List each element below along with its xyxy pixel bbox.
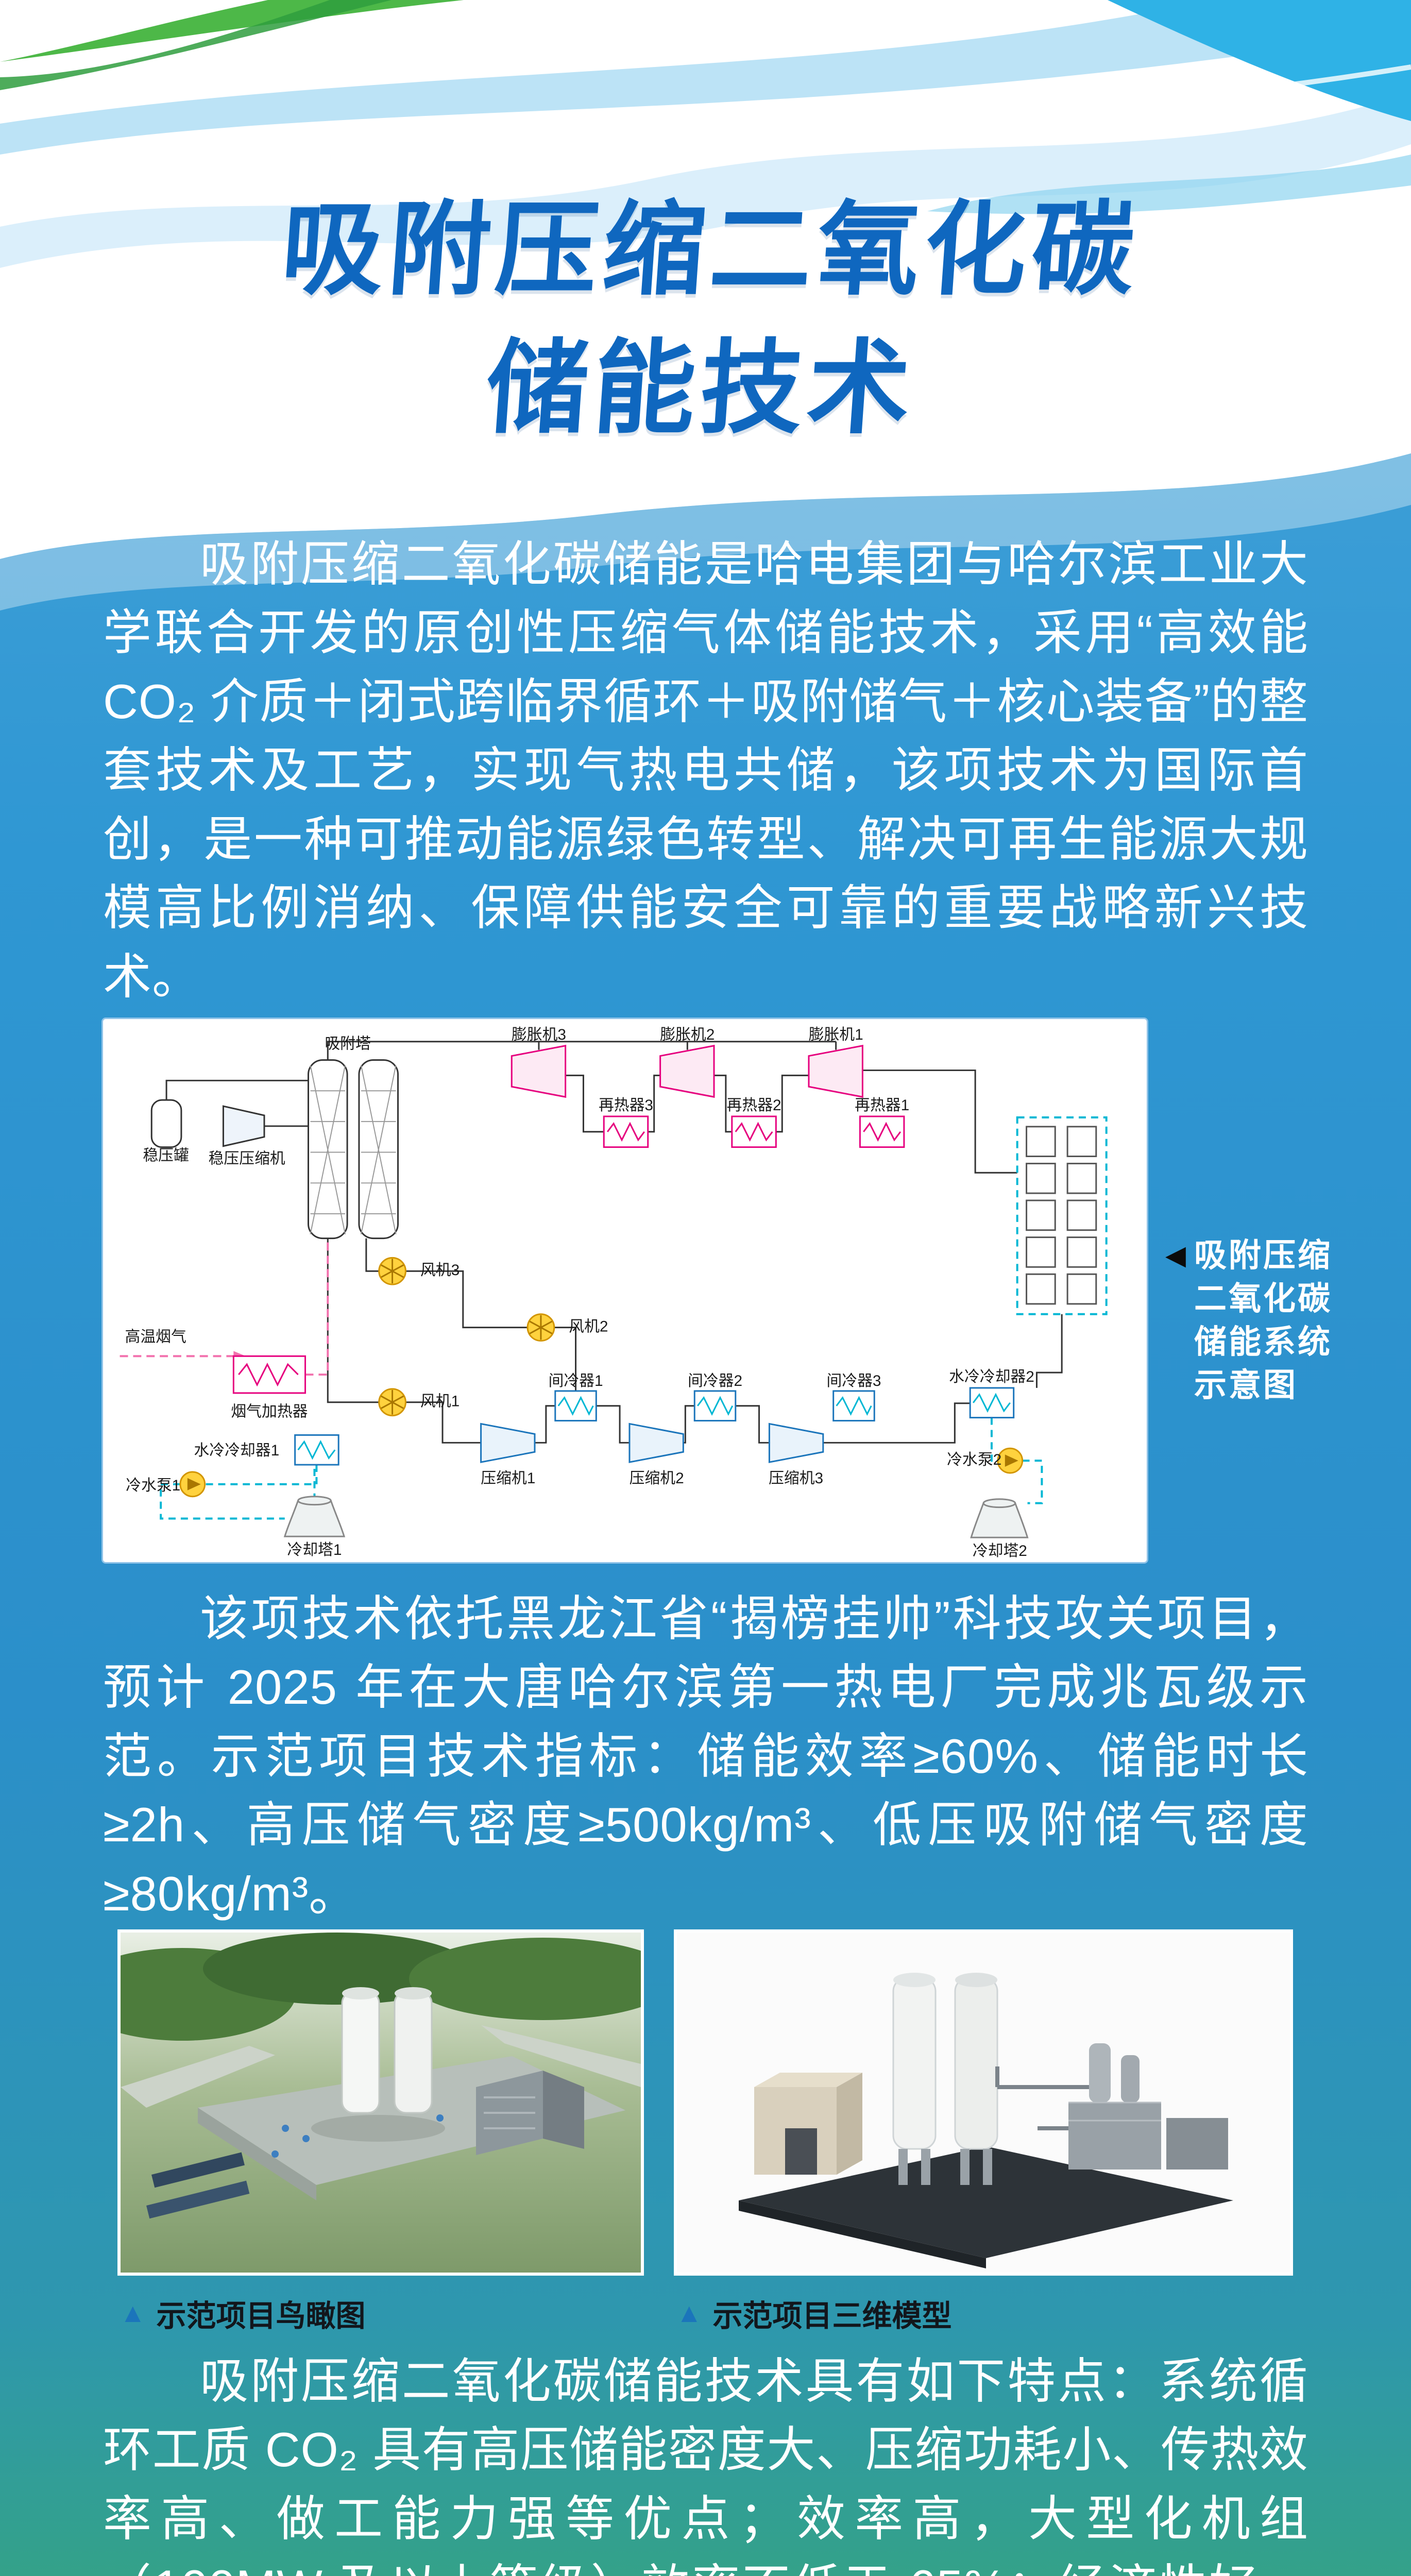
diagram-label: 冷却塔1 [287,1541,342,1558]
triangle-marker-icon: ▲ [676,2298,703,2328]
features-paragraph: 吸附压缩二氧化碳储能技术具有如下特点：系统循环工质 CO₂ 具有高压储能密度大、… [103,2354,1308,2576]
diagram-label: 冷却塔2 [973,1543,1027,1560]
diagram-label: 压缩机3 [769,1470,823,1487]
caption-aerial: ▲ 示范项目鸟瞰图 [120,2292,365,2335]
diagram-label: 稳压罐 [143,1147,189,1164]
diagram-label: 膨胀机2 [660,1026,715,1043]
diagram-label: 风机3 [420,1262,460,1279]
fans [378,1257,555,1417]
title-line-1: 吸附压缩二氧化碳 [278,193,1143,307]
diagram-label: 吸附塔 [325,1036,371,1053]
reheaters [603,1115,905,1148]
left-arrow-icon: ◀ [1165,1241,1186,1270]
buffer-compressor [222,1105,265,1147]
caption-3d-model: ▲ 示范项目三维模型 [676,2292,951,2335]
diagram-label: 冷水泵2 [947,1451,1001,1468]
diagram-label: 再热器1 [855,1097,909,1114]
side-caption-line: 二氧化碳 [1194,1281,1332,1317]
poster-title: 吸附压缩二氧化碳 储能技术 [0,180,1411,458]
intro-paragraph: 吸附压缩二氧化碳储能是哈电集团与哈尔滨工业大学联合开发的原创性压缩气体储能技术，… [103,537,1308,1004]
diagram-label: 风机2 [569,1318,608,1335]
cooling-water-lines [160,1116,1108,1520]
triangle-marker-icon: ▲ [120,2298,146,2328]
diagram-label: 再热器2 [727,1097,781,1114]
expanders [511,1044,863,1098]
demo-project-aerial-image [117,1929,644,2276]
pipe-lines [165,1041,1063,1444]
flue-gas-heater [232,1355,307,1394]
diagram-label: 风机1 [420,1393,460,1410]
diagram-side-caption: ◀ 吸附压缩 二氧化碳 储能系统 示意图 [1165,1234,1332,1407]
diagram-label: 膨胀机1 [809,1026,863,1043]
side-caption-line: 吸附压缩 [1194,1238,1332,1274]
intercoolers [294,1387,1015,1466]
side-caption-line: 储能系统 [1194,1324,1332,1360]
process-flow-diagram: 吸附塔稳压罐 稳压压缩机 膨胀机3 膨胀机2 膨胀机1 再热器3 再热器2 再热器1 风机3 风机… [101,1018,1148,1564]
diagram-label: 间冷器3 [826,1372,881,1389]
diagram-label: 稳压压缩机 [209,1150,285,1167]
flue-gas-lines [120,1238,329,1376]
project-paragraph: 该项技术依托黑龙江省“揭榜挂帅”科技攻关项目，预计 2025 年在大唐哈尔滨第一… [103,1591,1308,1921]
buffer-tank [150,1099,182,1148]
diagram-label: 高温烟气 [125,1328,186,1345]
water-pumps [179,1447,1024,1498]
diagram-label: 冷水泵1 [126,1477,180,1494]
caption-aerial-text: 示范项目鸟瞰图 [156,2299,366,2333]
diagram-label: 压缩机2 [630,1470,684,1487]
diagram-label: 膨胀机3 [512,1026,566,1043]
diagram-label: 间冷器1 [549,1372,603,1389]
demo-project-3d-model-image [674,1929,1293,2276]
caption-3d-model-text: 示范项目三维模型 [712,2299,952,2333]
cooling-towers [283,1496,1029,1538]
diagram-label: 水冷冷却器1 [194,1442,279,1459]
adsorption-towers [308,1059,399,1240]
diagram-label: 再热器3 [599,1097,653,1114]
diagram-label: 间冷器2 [688,1372,742,1389]
side-caption-line: 示意图 [1194,1367,1298,1403]
diagram-label: 烟气加热器 [231,1403,308,1420]
compressors [480,1422,824,1463]
title-line-2: 储能技术 [482,331,919,446]
diagram-label: 水冷冷却器2 [949,1368,1034,1385]
storage-columns [1026,1126,1097,1305]
diagram-label: 压缩机1 [481,1470,535,1487]
